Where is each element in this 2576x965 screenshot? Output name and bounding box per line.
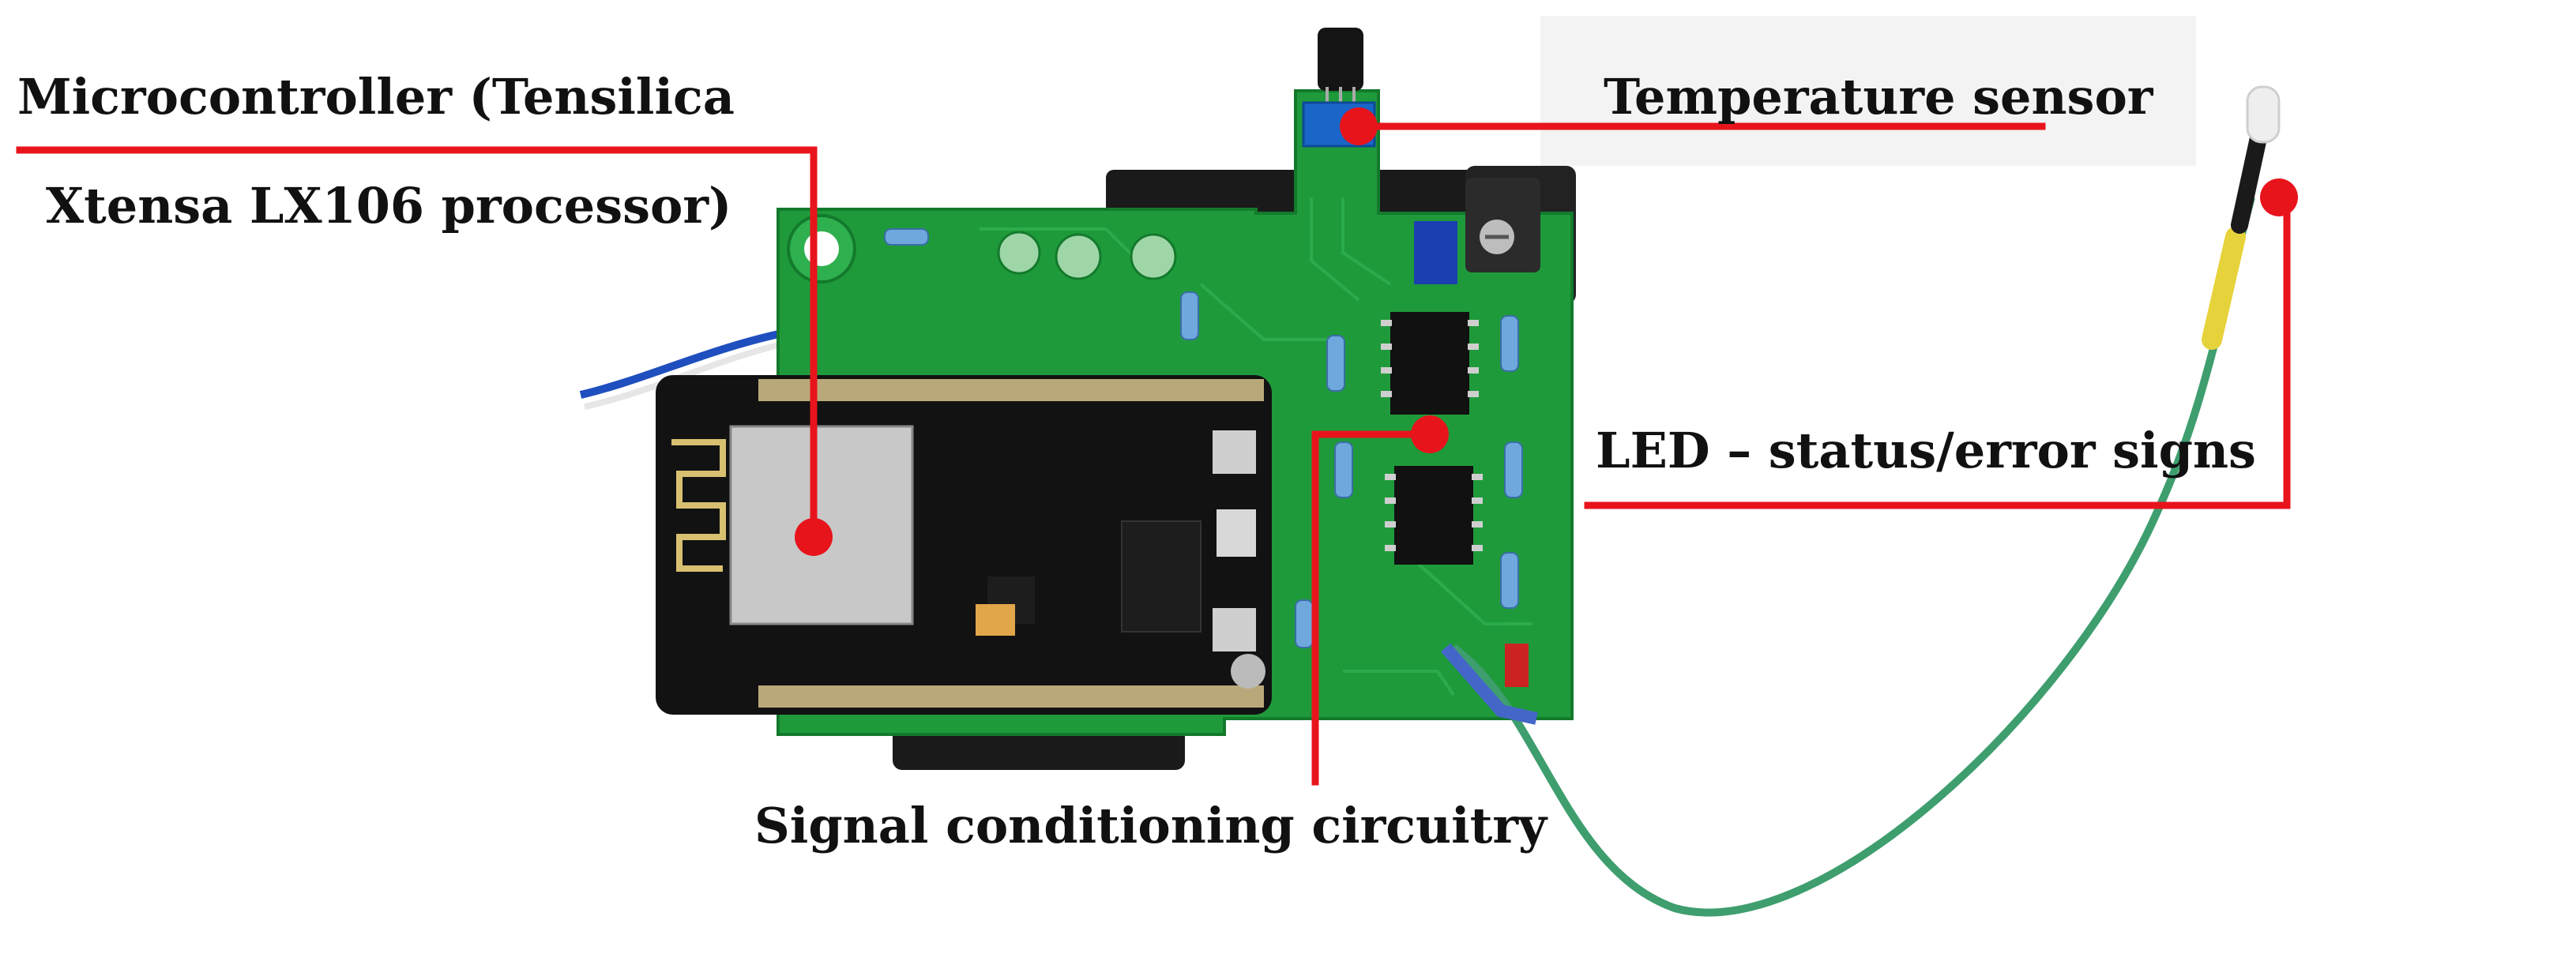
callout-line-microcontroller <box>16 146 818 541</box>
capacitors <box>997 231 1177 280</box>
callout-dot-microcontroller <box>795 518 833 556</box>
led-bulb <box>2246 85 2281 144</box>
led-body <box>2231 126 2268 234</box>
temp-label-background <box>1540 16 2196 166</box>
callout-dot-led <box>2260 178 2298 216</box>
callout-dot-signal <box>1411 415 1449 453</box>
potentiometer <box>1414 178 1540 284</box>
callout-line-signal <box>1311 430 1434 786</box>
mounting-hole-center <box>804 231 839 266</box>
op-amp-ic-2 <box>1385 466 1483 565</box>
ribbon-wire <box>1440 643 1538 725</box>
resistors <box>884 228 1523 648</box>
callout-lines <box>16 122 2291 786</box>
label-temperature-sensor: Temperature sensor <box>1604 68 2153 126</box>
callout-dots <box>795 107 2298 556</box>
label-led-status: LED – status/error signs <box>1596 422 2256 479</box>
led-wire <box>1451 196 2255 917</box>
label-signal-conditioning: Signal conditioning circuitry <box>754 797 1547 854</box>
label-microcontroller-line2: Xtensa LX106 processor) <box>46 177 732 235</box>
red-connector <box>1505 644 1529 687</box>
blue-wire <box>579 328 791 399</box>
pcb-traces <box>980 197 1532 697</box>
op-amp-ic-1 <box>1381 312 1479 415</box>
nodemcu-module <box>656 375 1272 715</box>
callout-dot-temperature <box>1340 107 1378 145</box>
led-sleeve <box>2202 227 2246 350</box>
white-wire <box>584 338 795 410</box>
label-microcontroller-line1: Microcontroller (Tensilica <box>17 68 735 126</box>
